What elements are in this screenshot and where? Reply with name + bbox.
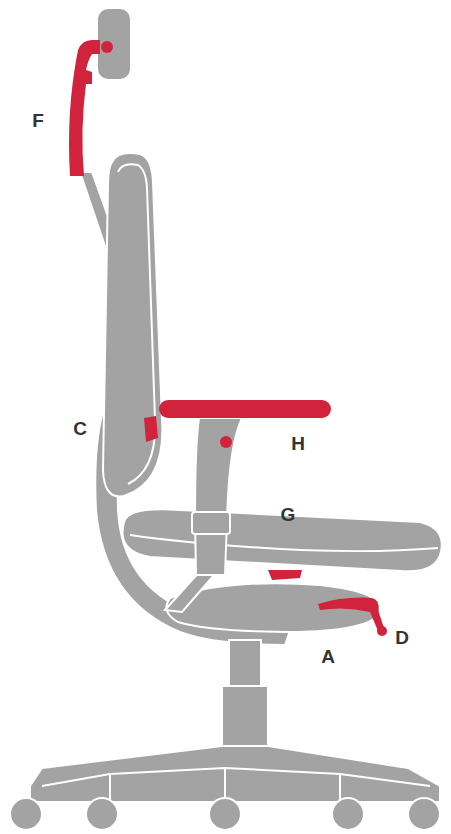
castor [408,798,440,830]
castor [86,798,118,830]
back-adjuster [144,416,158,442]
lever-pivot [368,600,376,608]
seat-seam [130,535,438,551]
armrest-pad [159,400,331,418]
lever-knob [377,626,387,636]
armrest-button [220,436,232,448]
part-letter: A [321,647,335,666]
castor [209,798,241,830]
height-lever [318,598,384,631]
backrest [103,153,162,496]
base-leg-lines [110,768,340,802]
column-sleeve [222,686,268,748]
seat-depth-lever [268,570,302,580]
part-letter: C [73,419,87,438]
part-letter: G [281,505,296,524]
part-letter: H [291,434,305,453]
part-letter: F [32,111,44,130]
gas-column [229,640,261,688]
castor [332,798,364,830]
armrest-clamp [192,512,230,534]
part-letter: D [395,628,409,647]
headrest-adjuster [69,40,100,176]
headrest-pivot [101,41,113,53]
armrest-post [195,418,242,575]
base-seam [42,768,430,786]
castor [10,798,42,830]
base-star [30,746,440,802]
headrest [97,8,131,80]
